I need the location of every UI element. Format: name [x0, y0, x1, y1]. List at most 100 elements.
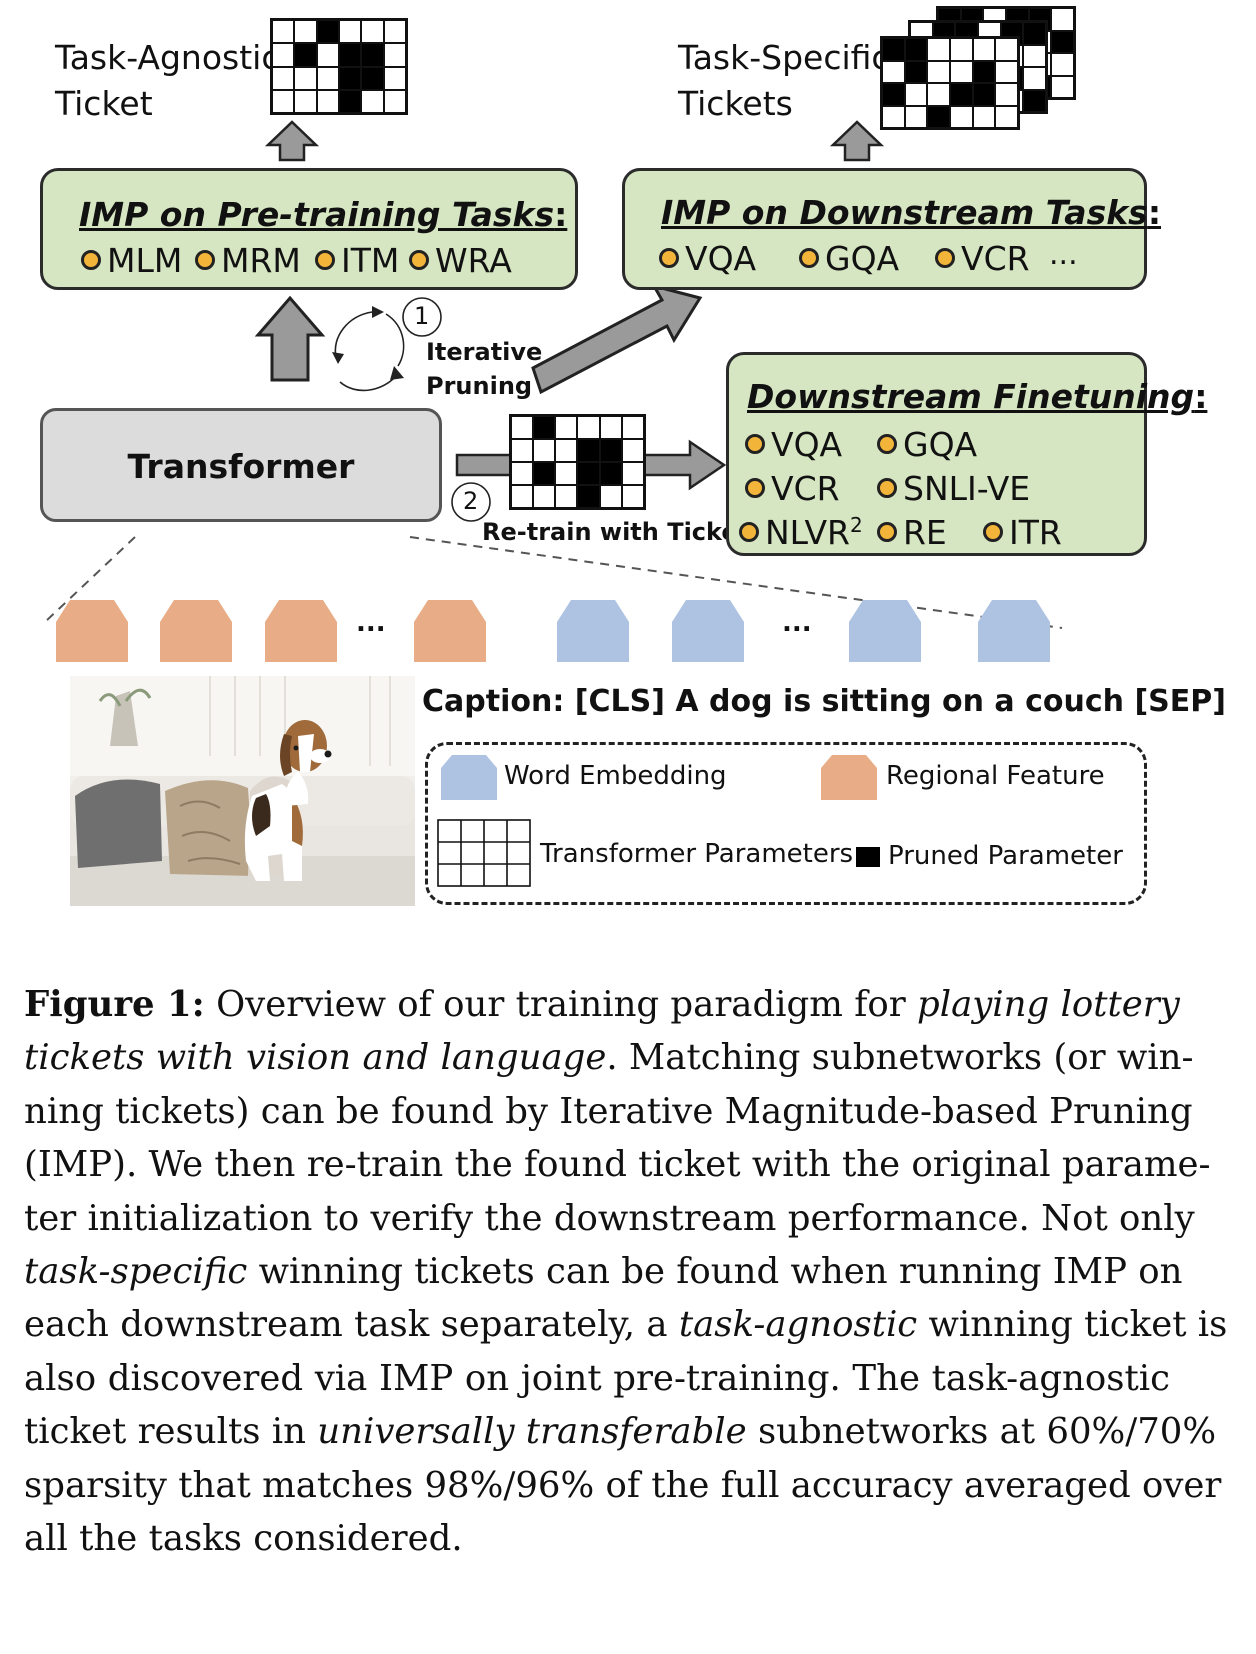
- task-agnostic-label-line1: Task-Agnostic: [55, 38, 280, 77]
- parameter-cell: [294, 20, 317, 44]
- regional-token-ellipsis: ...: [356, 608, 386, 638]
- pretraining-item-itm: ITM: [315, 241, 399, 280]
- parameter-cell: [383, 89, 406, 113]
- caption-line-11: all the tasks considered.: [24, 1517, 463, 1559]
- parameter-cell: [383, 20, 406, 44]
- pretraining-item-wra: WRA: [409, 241, 512, 280]
- parameter-cell: [621, 416, 644, 439]
- item-dot-icon: [81, 249, 101, 270]
- item-dot-icon: [745, 477, 765, 498]
- parameter-cell: [904, 83, 928, 106]
- pruned-cell: [1023, 89, 1046, 112]
- word-token-ellipsis: ...: [782, 608, 812, 638]
- projection-dashed-line-right: [409, 536, 1063, 629]
- parameter-cell: [555, 462, 578, 485]
- parameter-cell: [339, 20, 362, 44]
- parameter-cell: [272, 66, 295, 90]
- parameter-cell: [533, 439, 556, 462]
- parameter-cell: [972, 38, 996, 61]
- pruned-cell: [972, 83, 996, 106]
- parameter-cell: [949, 60, 973, 83]
- item-dot-icon: [745, 433, 765, 454]
- parameter-cell: [1051, 8, 1074, 31]
- legend-swatches: [437, 755, 880, 887]
- task-agnostic-label-line2: Ticket: [55, 84, 153, 123]
- imp-downstream-title: IMP on Downstream Tasks:: [661, 193, 1162, 232]
- parameter-cell: [511, 485, 534, 508]
- arrow-head-retrain: [642, 439, 727, 491]
- caption-line-3: ning tickets) can be found by Iterative …: [24, 1090, 1193, 1132]
- item-dot-icon: [877, 521, 897, 542]
- pruned-cell: [577, 462, 600, 485]
- dog-on-couch-image: [70, 676, 415, 906]
- downstream-item-vcr: VCR: [935, 239, 1030, 278]
- legend-box: Word Embedding Regional Feature Transfor…: [425, 742, 1147, 905]
- task-specific-label-line1: Task-Specific: [678, 38, 890, 77]
- legend-regional-feature: Regional Feature: [886, 761, 1105, 791]
- arrow-up-task-agnostic: [264, 120, 320, 162]
- pruned-cell: [339, 43, 362, 67]
- parameter-cell: [995, 60, 1018, 83]
- parameter-cell: [294, 89, 317, 113]
- parameter-cell: [995, 38, 1018, 61]
- parameter-cell: [599, 416, 622, 439]
- parameter-cell: [316, 89, 339, 113]
- finetuning-item-nlvr2: NLVR2: [739, 513, 863, 552]
- imp-downstream-box: IMP on Downstream Tasks: VQA GQA VCR ...: [622, 168, 1161, 290]
- parameter-cell: [927, 83, 950, 106]
- parameter-cell: [316, 66, 339, 90]
- pretraining-item-mrm: MRM: [195, 241, 301, 280]
- item-dot-icon: [195, 249, 215, 270]
- parameter-cell: [1023, 67, 1046, 90]
- pruned-cell: [533, 416, 556, 439]
- figure-1-diagram: Task-Agnostic Ticket Task-Specific Ticke…: [40, 6, 1226, 906]
- pruned-cell: [904, 60, 928, 83]
- transformer-box: Transformer: [40, 408, 442, 522]
- caption-line-9: ticket results in universally transferab…: [24, 1411, 1217, 1453]
- caption-line-8: also discovered via IMP on joint pre-tra…: [24, 1357, 1170, 1399]
- pruned-parameter-swatch-icon: [856, 847, 880, 867]
- downstream-item-gqa: GQA: [799, 239, 899, 278]
- parameter-cell: [533, 485, 556, 508]
- parameter-cell: [621, 485, 644, 508]
- parameter-cell: [555, 485, 578, 508]
- parameter-cell: [383, 43, 406, 67]
- retrain-ticket-grid: [509, 414, 646, 510]
- task-agnostic-ticket-grid: [270, 18, 408, 115]
- imp-pretraining-box: IMP on Pre-training Tasks: MLM MRM ITM W…: [40, 168, 578, 290]
- task-specific-label-line2: Tickets: [678, 84, 793, 123]
- item-dot-icon: [935, 247, 955, 268]
- finetuning-item-gqa: GQA: [877, 425, 977, 464]
- item-dot-icon: [983, 521, 1003, 542]
- projection-dashed-line-left: [44, 536, 136, 623]
- iterative-pruning-label-line1: Iterative: [426, 338, 543, 366]
- embedding-tokens: [56, 600, 1050, 662]
- parameter-cell: [555, 439, 578, 462]
- pruned-cell: [339, 89, 362, 113]
- finetuning-item-vqa: VQA: [745, 425, 842, 464]
- downstream-ellipsis: ...: [1049, 237, 1078, 272]
- parameter-cell: [972, 105, 996, 128]
- item-dot-icon: [877, 433, 897, 454]
- imp-pretraining-title: IMP on Pre-training Tasks:: [79, 195, 568, 234]
- pruned-cell: [972, 60, 996, 83]
- nlvr-superscript: 2: [849, 513, 863, 537]
- caption-line-1: Figure 1: Overview of our training parad…: [24, 984, 1180, 1025]
- finetuning-item-re: RE: [877, 513, 947, 552]
- parameter-cell: [361, 20, 384, 44]
- pruned-cell: [599, 439, 622, 462]
- parameter-cell: [272, 89, 295, 113]
- parameter-cell: [995, 83, 1018, 106]
- step-2-circle: [451, 482, 491, 522]
- parameter-cell: [316, 43, 339, 67]
- regional-feature-token: [414, 600, 486, 662]
- pruned-cell: [599, 462, 622, 485]
- pruned-cell: [316, 20, 339, 44]
- item-dot-icon: [877, 477, 897, 498]
- pruned-cell: [1023, 22, 1046, 45]
- word-embedding-token: [557, 600, 629, 662]
- parameter-cell: [272, 20, 295, 44]
- caption-line-7: each downstream task separately, a task-…: [24, 1304, 1228, 1346]
- pruned-cell: [882, 83, 905, 106]
- arrow-shaft-retrain-left: [455, 453, 513, 477]
